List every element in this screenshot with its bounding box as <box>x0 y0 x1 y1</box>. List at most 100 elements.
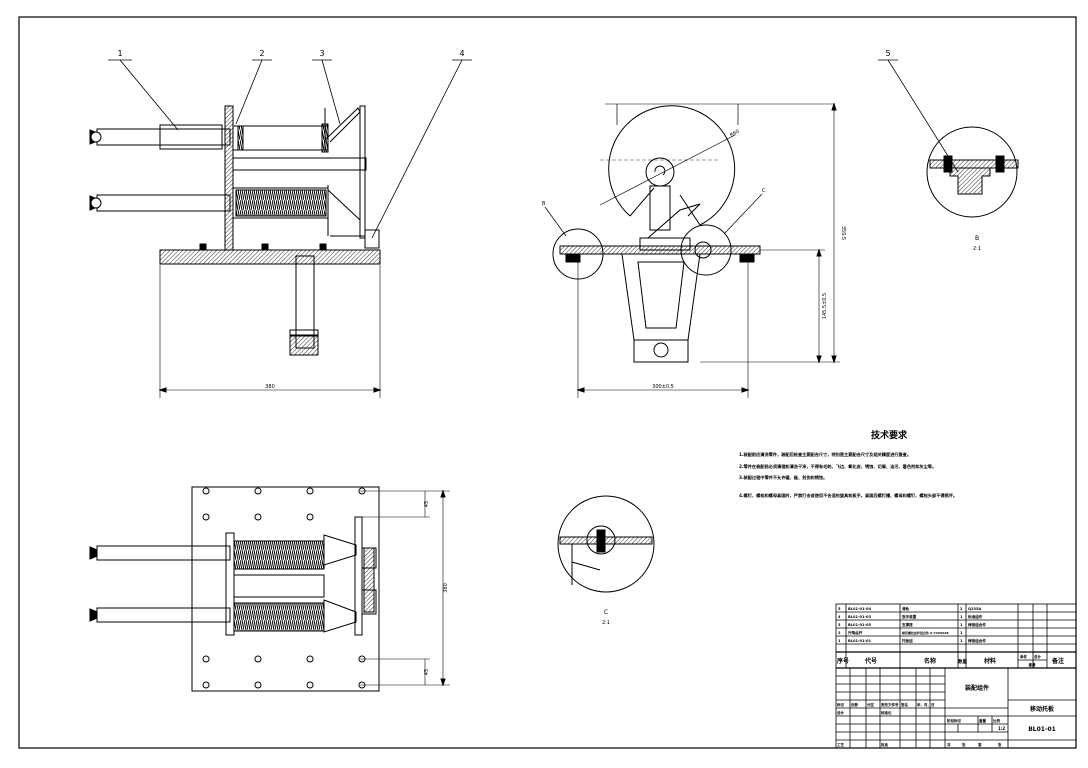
detail-C-scale: 2:1 <box>602 620 610 626</box>
bom-row-qty: 1 <box>960 623 963 627</box>
detail-C <box>557 495 655 593</box>
dim-side-width: 380 <box>265 384 275 390</box>
bom-row-qty: 1 <box>960 615 963 619</box>
bom-row-name: 梯形螺纹丝杆组合件 X.Y30X6X8 <box>902 630 949 635</box>
plan-base-plate <box>191 486 380 692</box>
bom-row-name: 托板组 <box>902 638 913 643</box>
bom-row-no: 4 <box>838 615 841 619</box>
label-count: 处数 <box>850 702 859 707</box>
dim-radius: R60 <box>729 129 741 139</box>
tech-requirement-line: 4.螺钉、螺栓和螺母紧固时，严禁打击或使用不合适的旋具和扳手。紧固后螺钉槽、螺母… <box>739 493 958 498</box>
bom-header-total: 总计 <box>1034 654 1042 659</box>
support-bracket <box>621 253 701 341</box>
sheet-border <box>18 16 1077 749</box>
callout-3: 3 <box>319 49 324 58</box>
detail-B-scale: 2:1 <box>973 246 981 252</box>
label-stage: 阶段标记 <box>947 718 961 723</box>
bom-row-no: 2 <box>838 631 841 635</box>
side-view <box>89 59 472 398</box>
bom-header-name: 名称 <box>924 657 936 665</box>
marker-B: B <box>542 201 546 207</box>
label-page: 第 <box>978 742 982 747</box>
tech-requirements-title: 技术要求 <box>870 431 907 441</box>
label-approve: 批准 <box>881 742 889 747</box>
base-plate <box>159 249 381 265</box>
dim-plan-height: 380 <box>443 583 449 593</box>
dim-front-inner-height: 145.5±0.5 <box>822 293 828 319</box>
dim-front-height: 350.5 <box>840 226 846 240</box>
plan-view <box>89 486 450 692</box>
bom-row-qty: 1 <box>960 631 963 635</box>
vertical-plate <box>224 105 234 251</box>
marker-C: C <box>762 188 766 194</box>
label-sheet-of: 张 <box>962 742 966 747</box>
callout-1: 1 <box>117 49 122 58</box>
label-scale: 比例 <box>993 718 1001 723</box>
bom-row-no: 5 <box>838 607 841 611</box>
dim-plan-top: 45 <box>424 501 430 507</box>
label-standard: 标准化 <box>880 710 892 715</box>
bom-header-material: 材料 <box>983 657 996 665</box>
bom-header-code: 代号 <box>864 657 877 665</box>
bom-header-remark: 备注 <box>1051 657 1064 665</box>
lower-rod <box>96 194 231 212</box>
bom-row-name: 支撑座 <box>901 622 913 627</box>
title-block <box>835 603 1077 749</box>
drawing-title: 移动托板 <box>1030 705 1055 713</box>
drawing-number: BL01-01 <box>1028 726 1056 733</box>
scale-value: 1:2 <box>998 726 1005 731</box>
dim-plan-bottom: 45 <box>424 669 430 675</box>
bom-header-no: 序号 <box>836 657 849 665</box>
label-mark: 标记 <box>836 702 845 707</box>
detail-B-view: B <box>975 235 979 242</box>
detail-circle-C <box>680 224 732 276</box>
bom-row-code: BL01-01-01 <box>848 639 872 643</box>
bom-header-qty: 数量 <box>958 658 967 665</box>
assembly-name: 装配组件 <box>964 684 989 692</box>
bom-row-no: 3 <box>838 623 841 627</box>
label-change-doc: 更改文件号 <box>881 702 899 707</box>
detail-B <box>878 59 1019 218</box>
tech-requirement-line: 2.零件在装配前必须清理和清洗干净，不得有毛刺、飞边、氧化皮、锈蚀、切屑、油污、… <box>739 464 937 469</box>
bom-header-unit: 单件 <box>1020 654 1028 659</box>
bom-row-code: BL01-01-03 <box>848 615 872 619</box>
bom-row-name: 滑轨 <box>902 606 910 611</box>
callout-5: 5 <box>885 49 890 58</box>
lead-screw <box>235 189 327 217</box>
bom-table: 5 BL01-01-04 滑轨 2 Q235A 4 BL01-01-03 扳手装… <box>838 606 986 643</box>
bom-row-code: BL01-01-05 <box>848 623 872 627</box>
bom-row-material: 标准组件 <box>967 614 983 619</box>
label-design: 设计 <box>837 710 845 715</box>
bom-row-name: 扳手装置 <box>902 614 917 619</box>
callout-2: 2 <box>259 49 264 58</box>
label-date: 年、月、日 <box>917 702 935 707</box>
callout-4: 4 <box>459 49 464 58</box>
upper-rod <box>96 128 231 146</box>
handwheel <box>608 105 736 226</box>
label-sign: 签名 <box>900 702 909 707</box>
bom-row-code: BL01-01-04 <box>848 607 872 611</box>
front-view <box>544 102 840 398</box>
bom-header-weight: 重量 <box>1029 662 1037 667</box>
label-process: 工艺 <box>837 742 845 747</box>
bom-row-material: Q235A <box>968 607 982 611</box>
bom-header: 序号 代号 名称 数量 材料 单件 总计 重量 备注 <box>836 654 1064 667</box>
bom-row-no: 1 <box>838 639 841 643</box>
rail <box>559 245 761 255</box>
bom-row-material: 焊接组合件 <box>967 622 986 627</box>
detail-C-view: C <box>604 609 608 616</box>
tech-requirement-line: 1.装配前应清洗零件，装配后检查主要配合尺寸，特别是主要配合尺寸及相关精度进行复… <box>739 452 912 457</box>
dim-front-width: 300±0.5 <box>652 384 674 390</box>
bom-row-qty: 1 <box>960 639 963 643</box>
title-block-labels: 标记 处数 分区 更改文件号 签名 年、月、日 设计 标准化 工艺 批准 阶段标… <box>836 702 1005 747</box>
bom-row-material: 焊接组合件 <box>967 638 986 643</box>
bom-row-qty: 2 <box>960 607 963 611</box>
label-zone: 分区 <box>867 702 875 707</box>
bom-row-code: 升降丝杆 <box>848 630 863 635</box>
label-page-of: 张 <box>998 742 1002 747</box>
label-sheets: 共 <box>947 742 951 747</box>
label-weight: 重量 <box>979 718 987 723</box>
tech-requirement-line: 3.装配过程中零件不允许磕、碰、划伤和锈蚀。 <box>739 475 828 480</box>
